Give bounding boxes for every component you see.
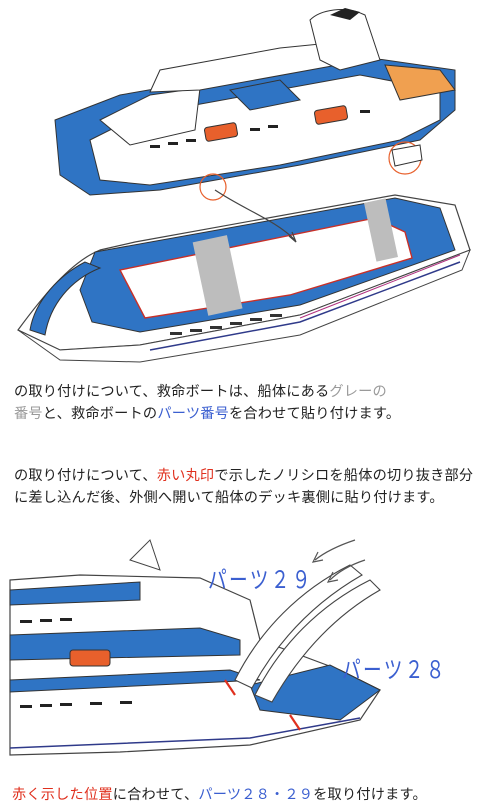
text-segment: を合わせて貼り付けます。 — [228, 406, 401, 422]
ship-assembly-illustration-top — [17, 8, 471, 363]
assembly-arrow — [214, 189, 297, 243]
highlight-blue: パーツ２８・２９ — [198, 787, 314, 803]
part-29-label: パーツ２９ — [208, 566, 313, 594]
lifeboat-instruction: の取り付けについて、救命ボートは、船体にあるグレーの 番号と、救命ボートのパーツ… — [14, 381, 474, 425]
highlight-red: 赤く示した位置 — [12, 787, 113, 803]
text-segment: の取り付けについて、 — [14, 468, 157, 484]
lower-hull-deck — [17, 194, 471, 363]
bottom-caption: 赤く示した位置に合わせて、パーツ２８・２９を取り付けます。 — [12, 785, 480, 805]
ship-assembly-illustration-bottom — [9, 539, 381, 756]
highlight-red: 赤い丸印 — [156, 468, 215, 484]
upper-ship-model — [54, 8, 456, 201]
text-segment: に合わせて、 — [112, 787, 199, 803]
highlight-gray: グレーの — [329, 384, 387, 400]
part-28-label: パーツ２８ — [342, 656, 447, 684]
highlight-gray: 番号 — [14, 406, 43, 422]
ship-side-view — [9, 539, 381, 756]
text-segment: で示したノリシロを船体の切り抜き部分に差し込んだ後、外側へ開いて船体のデッキ裏側… — [14, 468, 474, 506]
text-segment: を取り付けます。 — [313, 787, 427, 803]
highlight-blue: パーツ番号 — [157, 406, 229, 422]
tab-instruction: の取り付けについて、赤い丸印で示したノリシロを船体の切り抜き部分に差し込んだ後、… — [14, 465, 474, 509]
part-28-29-pieces — [234, 564, 381, 703]
text-segment: と、救命ボートの — [42, 406, 158, 422]
rotation-arrows — [311, 539, 366, 583]
text-segment: の取り付けについて、救命ボートは、船体にある — [14, 384, 330, 400]
